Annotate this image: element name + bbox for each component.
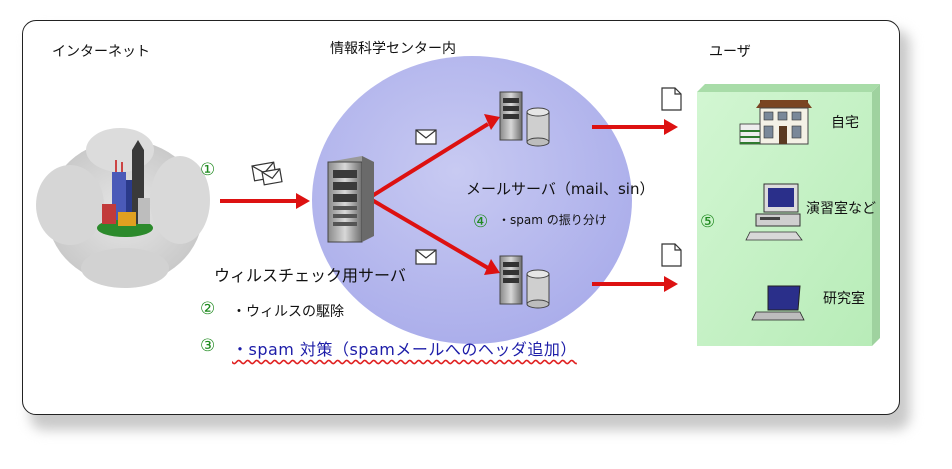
arrow-to-users-bottom [592, 276, 678, 292]
step-number-5: ⑤ [700, 212, 716, 232]
step-number-4: ④ [473, 212, 489, 232]
flow-arrows [220, 114, 678, 292]
user-location-research-room: 研究室 [823, 291, 865, 307]
envelope-icon [415, 249, 437, 265]
document-icon [661, 243, 682, 267]
document-icon [661, 87, 682, 111]
step-number-3: ③ [200, 336, 216, 356]
virus-server-label: ウィルスチェック用サーバ [214, 266, 406, 285]
envelope-icon [415, 129, 437, 145]
section-label-internet: インターネット [52, 44, 150, 60]
section-label-user: ユーザ [709, 44, 751, 60]
step-4-text: ・spam の振り分け [498, 213, 607, 227]
step-number-2: ② [200, 299, 216, 319]
user-location-lab-rooms: 演習室など [806, 201, 876, 217]
mail-server-icon [499, 255, 550, 309]
cloud-city-icon [36, 128, 210, 288]
section-label-center: 情報科学センター内 [330, 41, 456, 57]
arrow-to-mail-server-bottom [370, 198, 500, 275]
mail-server-label: メールサーバ（mail、sin） [466, 180, 655, 198]
server-tower-icon [327, 156, 374, 243]
mail-server-icon [499, 91, 550, 147]
envelope-icon [251, 161, 283, 186]
house-icon [739, 100, 812, 145]
step-2-text: ・ウィルスの駆除 [232, 304, 344, 320]
arrow-internet-to-virus-server [220, 193, 310, 209]
user-location-home: 自宅 [831, 115, 859, 131]
step-3-text: ・spam 対策（spamメールへのヘッダ追加） [232, 340, 577, 359]
step-number-1: ① [200, 160, 216, 180]
arrow-to-users-top [592, 119, 678, 135]
arrow-to-mail-server-top [370, 114, 500, 198]
center-zone [312, 56, 632, 344]
laptop-icon [751, 285, 805, 321]
desktop-pc-icon [745, 183, 803, 241]
